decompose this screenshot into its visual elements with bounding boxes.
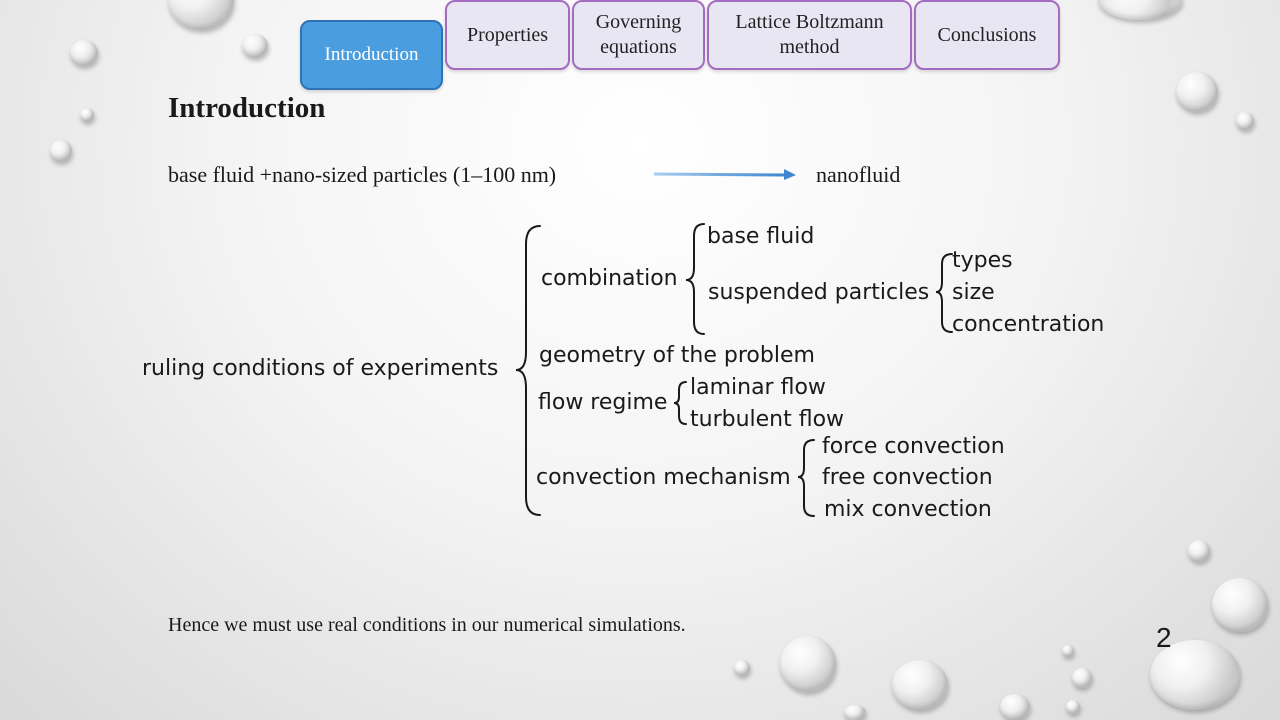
types-label: types	[952, 248, 1013, 273]
water-drop-decoration	[1000, 694, 1030, 720]
water-drop-decoration	[1066, 700, 1080, 714]
force-convection-label: force convection	[822, 434, 1005, 459]
tab-lattice-boltzmann-method[interactable]: Lattice Boltzmann method	[707, 0, 912, 70]
geometry-label: geometry of the problem	[539, 343, 815, 368]
water-drop-decoration	[50, 140, 72, 162]
nanofluid-text: nanofluid	[816, 162, 901, 187]
water-drop-decoration	[242, 34, 268, 58]
water-drop-decoration	[1188, 540, 1210, 562]
water-drop-decoration	[734, 660, 750, 676]
water-drop-decoration	[780, 636, 836, 692]
water-drop-decoration	[1236, 112, 1254, 130]
water-drop-decoration	[1212, 578, 1268, 632]
flow-regime-brace	[673, 381, 687, 425]
free-convection-label: free convection	[822, 465, 993, 490]
water-drop-decoration	[1072, 668, 1092, 688]
base-fluid-label: base fluid	[707, 224, 815, 249]
combination-label: combination	[541, 266, 678, 291]
water-drop-decoration	[1176, 72, 1218, 112]
tab-introduction[interactable]: Introduction	[300, 20, 443, 90]
tab-governing-equations[interactable]: Governing equations	[572, 0, 705, 70]
size-label: size	[952, 280, 995, 305]
convection-mechanism-label: convection mechanism	[536, 465, 791, 490]
arrow-right-icon	[653, 169, 796, 180]
water-drop-decoration	[1150, 640, 1240, 710]
water-drop-decoration	[892, 660, 948, 710]
slide-title: Introduction	[168, 92, 326, 124]
main-brace	[515, 225, 541, 516]
concentration-label: concentration	[952, 312, 1105, 337]
page-number: 2	[1156, 622, 1172, 653]
water-drop-decoration	[1062, 645, 1074, 657]
suspended-particles-label: suspended particles	[708, 280, 930, 305]
water-drop-decoration	[844, 705, 866, 720]
definition-text: base fluid +nano-sized particles (1–100 …	[168, 162, 557, 187]
tab-properties[interactable]: Properties	[445, 0, 570, 70]
conclusion-text: Hence we must use real conditions in our…	[168, 614, 686, 636]
mix-convection-label: mix convection	[824, 497, 992, 522]
combination-brace	[685, 223, 705, 335]
tab-conclusions[interactable]: Conclusions	[914, 0, 1060, 70]
flow-regime-label: flow regime	[538, 390, 668, 415]
tree-root-label: ruling conditions of experiments	[142, 356, 499, 381]
particles-brace	[935, 253, 953, 333]
turbulent-flow-label: turbulent flow	[690, 407, 845, 432]
laminar-flow-label: laminar flow	[690, 375, 826, 400]
water-drop-decoration	[80, 108, 94, 122]
water-drop-decoration	[70, 40, 98, 66]
water-drop-decoration	[1098, 0, 1182, 20]
convection-brace	[797, 439, 815, 517]
